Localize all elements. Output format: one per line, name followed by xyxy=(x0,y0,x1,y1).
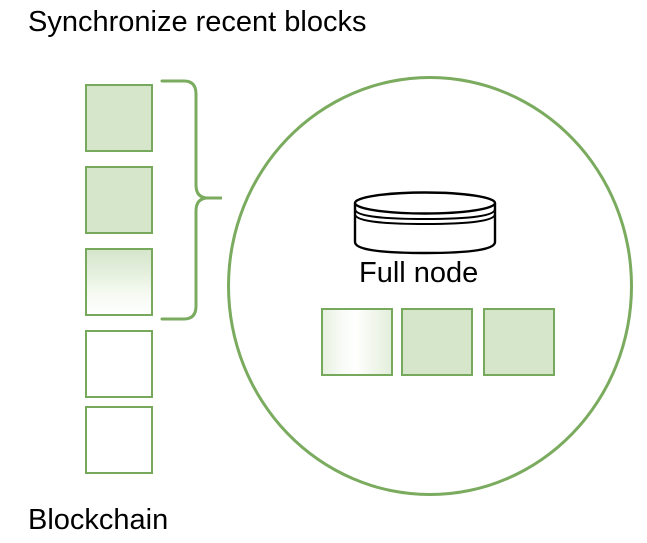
diagram-title: Synchronize recent blocks xyxy=(28,6,367,38)
blockchain-block-4 xyxy=(85,330,153,398)
blockchain-block-5 xyxy=(85,406,153,474)
full-node-block-3 xyxy=(483,308,555,376)
curly-brace-icon xyxy=(160,79,222,321)
blockchain-block-2 xyxy=(85,166,153,234)
database-cylinder-icon xyxy=(353,191,497,255)
full-node-label: Full node xyxy=(359,257,479,289)
blockchain-block-1 xyxy=(85,84,153,152)
blockchain-block-3 xyxy=(85,248,153,316)
full-node-block-2 xyxy=(401,308,473,376)
full-node-circle xyxy=(227,76,633,496)
blockchain-label: Blockchain xyxy=(28,504,169,536)
full-node-block-1 xyxy=(321,308,393,376)
